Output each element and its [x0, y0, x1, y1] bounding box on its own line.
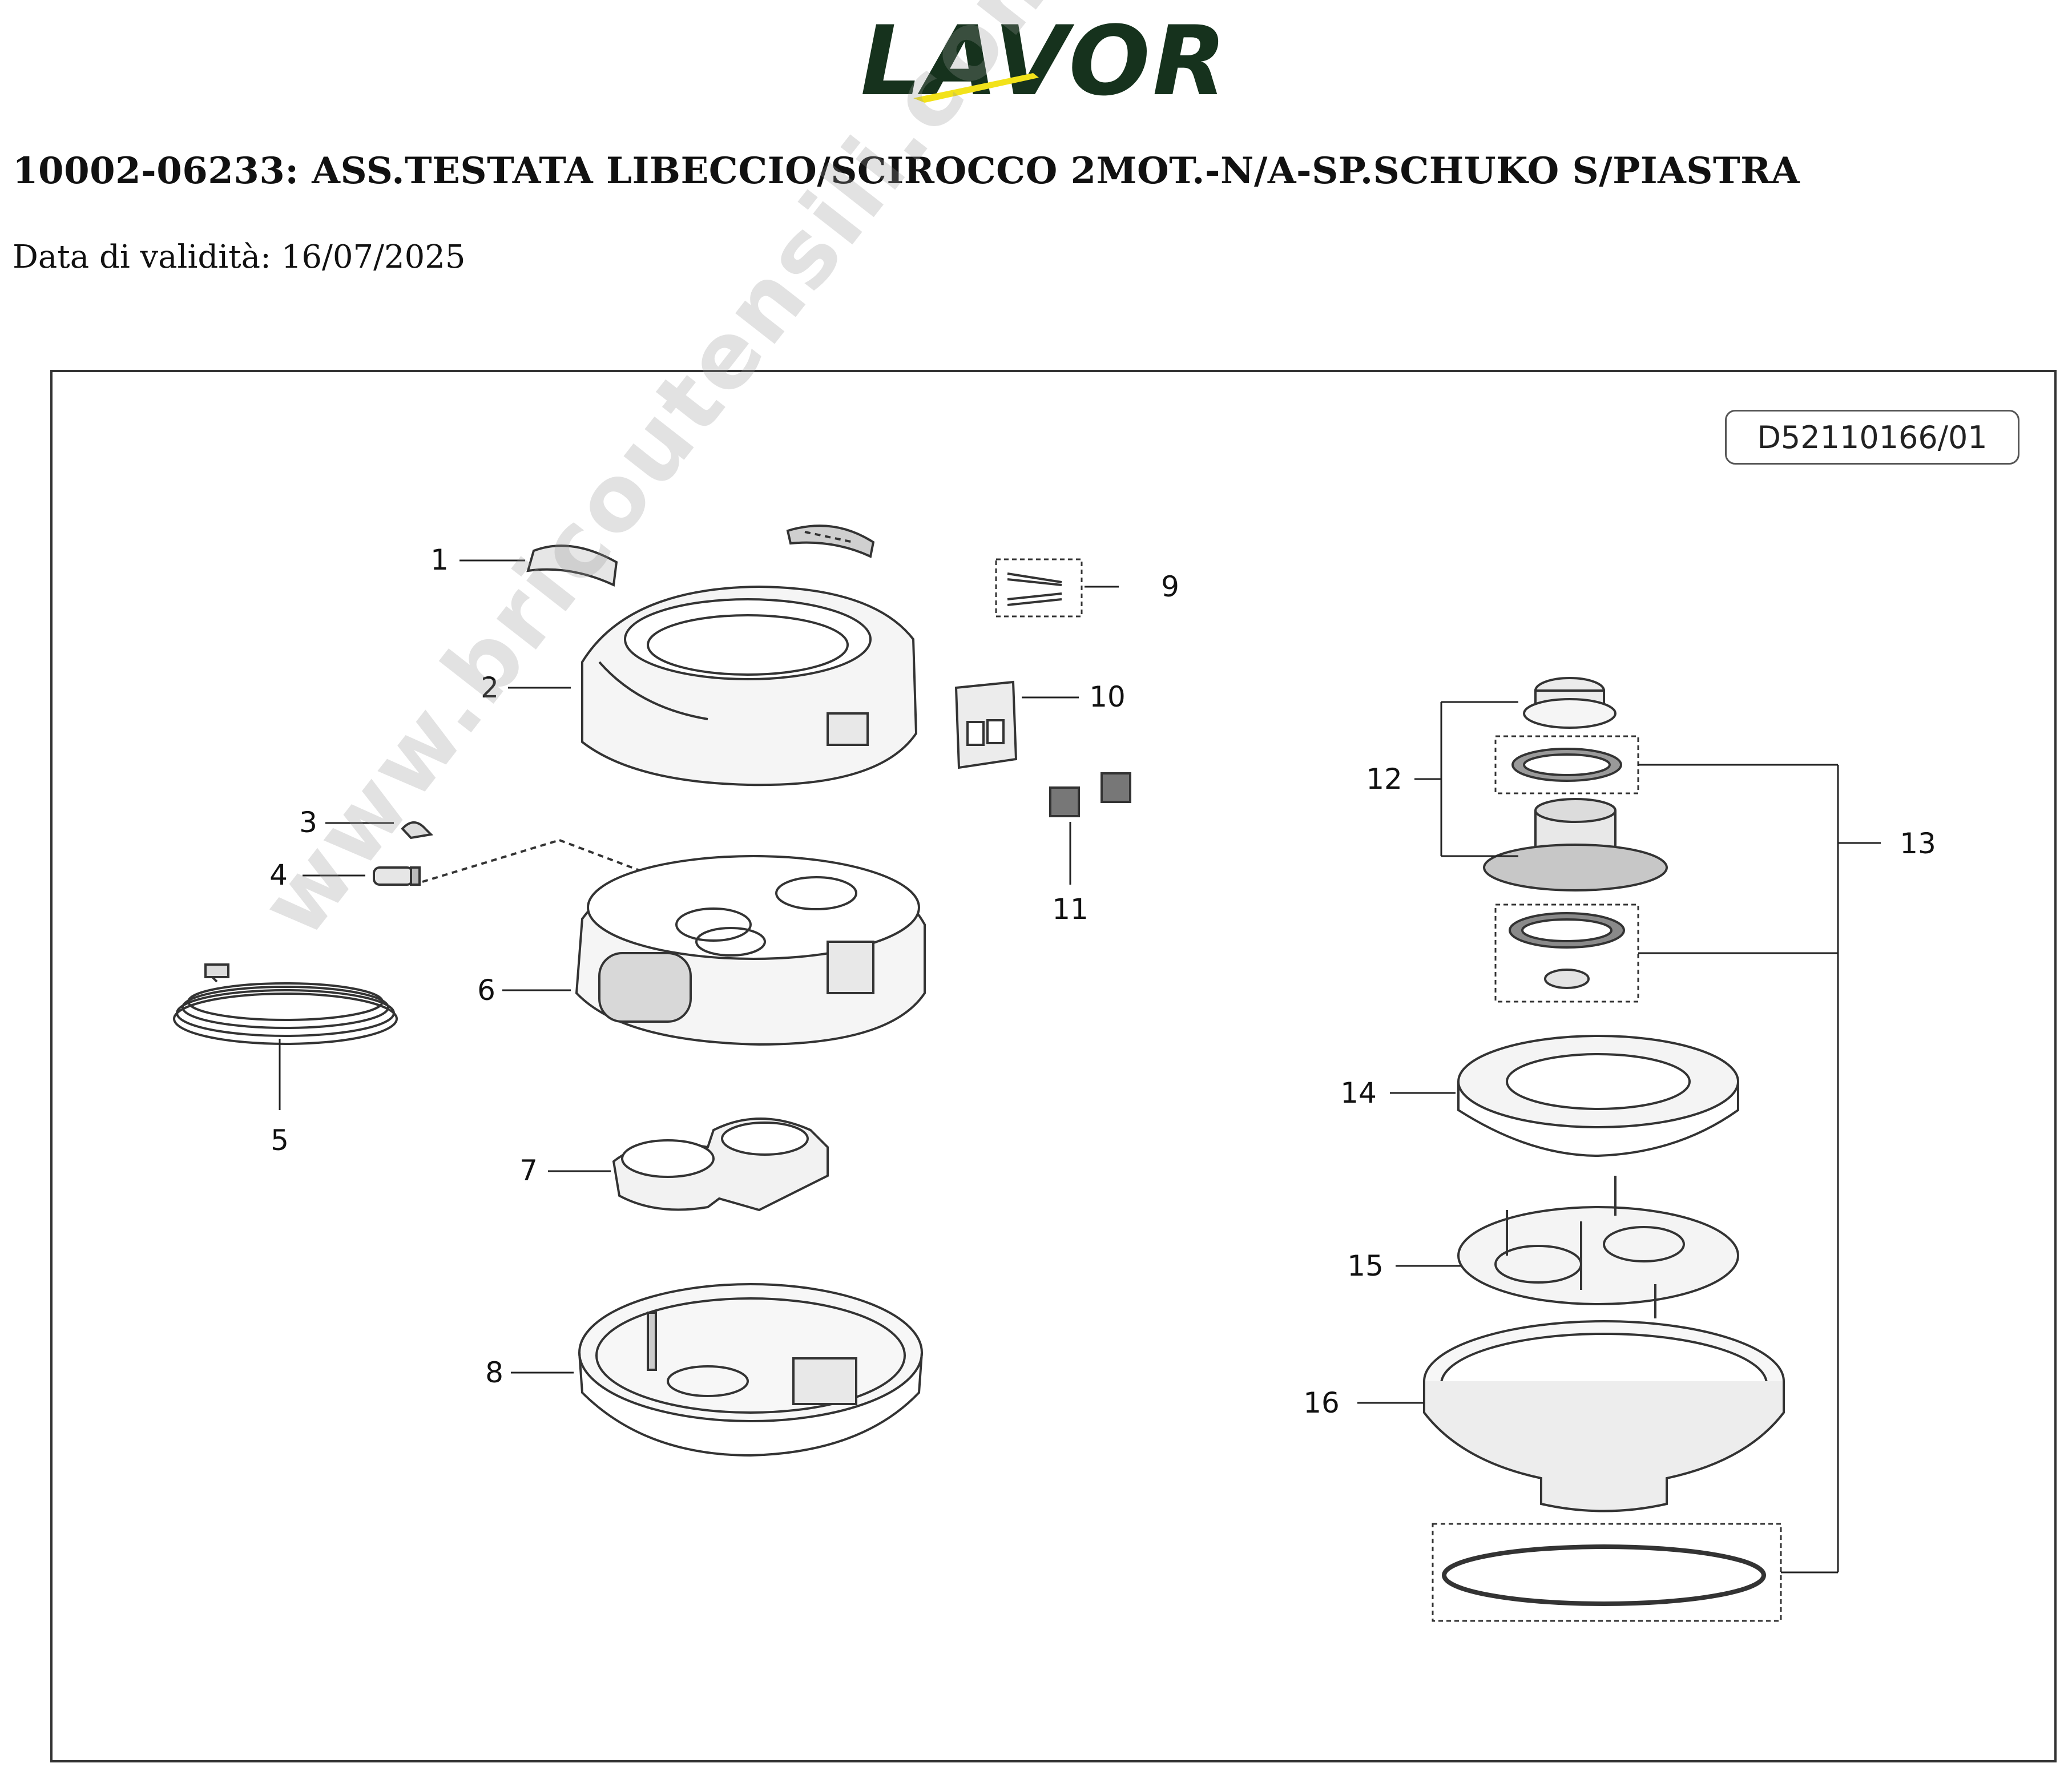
part-handle-grip [786, 525, 875, 558]
callout-7: 7 [519, 1154, 538, 1187]
callout-15: 15 [1347, 1249, 1384, 1282]
part-10-switch-plate [954, 680, 1018, 769]
lavor-logo: LAVOR [861, 11, 1229, 108]
part-14-ring [1457, 1035, 1739, 1157]
callout-10: 10 [1089, 680, 1126, 713]
callout-13: 13 [1900, 827, 1936, 860]
part-7-motor-support [612, 1118, 829, 1212]
callout-9: 9 [1161, 570, 1179, 603]
leader-lines [279, 559, 1881, 1574]
validity-line: Data di validità: 16/07/2025 [13, 239, 465, 276]
logo-accent-swoosh [913, 73, 1039, 103]
part-8-base-plate [578, 1283, 923, 1457]
part-4-assembly-line [422, 839, 560, 883]
part-6-motor-housing [575, 854, 926, 1046]
part-1-handle-cap [526, 544, 618, 587]
part-3-clip [401, 821, 434, 840]
part-2-top-cover [581, 585, 918, 786]
lavor-logo-text: LAVOR [861, 11, 1229, 108]
part-11-switches [1049, 772, 1131, 817]
drawing-code: D52110166/01 [1725, 410, 2019, 465]
part-4-cable-gland [373, 866, 421, 886]
part-9-terminals [995, 558, 1083, 618]
part-15-motor-plate [1457, 1176, 1739, 1318]
part-12-motor [1483, 677, 1668, 891]
diagram-frame [50, 370, 2057, 1762]
callout-12: 12 [1366, 763, 1402, 796]
validity-label: Data di validità: [13, 239, 271, 276]
callout-1: 1 [430, 543, 449, 576]
callout-14: 14 [1340, 1076, 1377, 1110]
callout-16: 16 [1303, 1386, 1340, 1419]
part-16-lower-housing [1423, 1320, 1785, 1512]
callout-11: 11 [1052, 893, 1089, 926]
document-title: 10002-06233: ASS.TESTATA LIBECCIO/SCIROC… [13, 150, 1800, 192]
part-5-power-cord [173, 963, 398, 1045]
part-13-gaskets [1432, 735, 1782, 1622]
callout-4: 4 [269, 858, 288, 891]
callout-2: 2 [481, 671, 499, 704]
callout-3: 3 [299, 806, 317, 839]
callout-6: 6 [477, 974, 495, 1007]
callout-8: 8 [485, 1356, 503, 1389]
callout-5: 5 [271, 1124, 289, 1157]
validity-date: 16/07/2025 [281, 239, 466, 276]
